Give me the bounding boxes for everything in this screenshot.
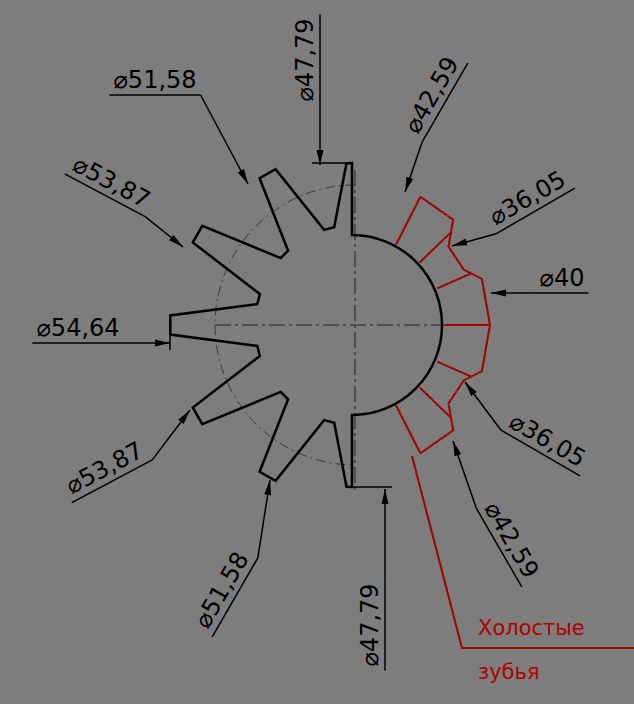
dimension-text: ⌀53,87 — [69, 150, 156, 214]
center-line — [355, 170, 356, 490]
arrowhead — [452, 239, 467, 246]
leader-line — [32, 342, 123, 344]
dimension-text: ⌀40 — [540, 264, 585, 292]
leader-line — [109, 94, 200, 96]
arrowhead — [317, 150, 324, 165]
arrowhead — [238, 169, 248, 184]
extension-line — [170, 163, 392, 487]
dimension-text: ⌀42,59 — [479, 497, 545, 583]
arrowhead — [178, 410, 190, 424]
arrowhead — [155, 340, 170, 347]
dimension-text: ⌀54,64 — [36, 314, 119, 342]
arrowhead — [491, 290, 506, 297]
leader-line — [384, 579, 386, 670]
leader-line — [201, 95, 248, 184]
arrowhead — [453, 441, 461, 456]
note-text: Холостые зубья — [478, 606, 628, 694]
arrowhead — [382, 489, 389, 504]
center-line — [215, 325, 458, 326]
leader-line — [145, 217, 183, 247]
dimension-text: ⌀47,79 — [291, 18, 319, 101]
idle-teeth — [396, 197, 634, 648]
leader-line — [405, 142, 422, 192]
dimension-text: ⌀47,79 — [356, 583, 384, 666]
arrowhead — [465, 382, 477, 396]
leader-line — [452, 234, 496, 246]
arrowhead — [264, 480, 271, 495]
leader-line — [453, 441, 476, 508]
leader-line — [465, 382, 501, 430]
leader-line — [152, 410, 190, 460]
leader-line — [536, 292, 589, 294]
leader-line — [319, 14, 321, 105]
dimension-text: ⌀51,58 — [113, 66, 196, 94]
arrowhead — [169, 235, 183, 247]
dimension-text: ⌀53,87 — [62, 436, 149, 500]
gear-profile — [170, 163, 442, 487]
arrowhead — [405, 177, 413, 192]
